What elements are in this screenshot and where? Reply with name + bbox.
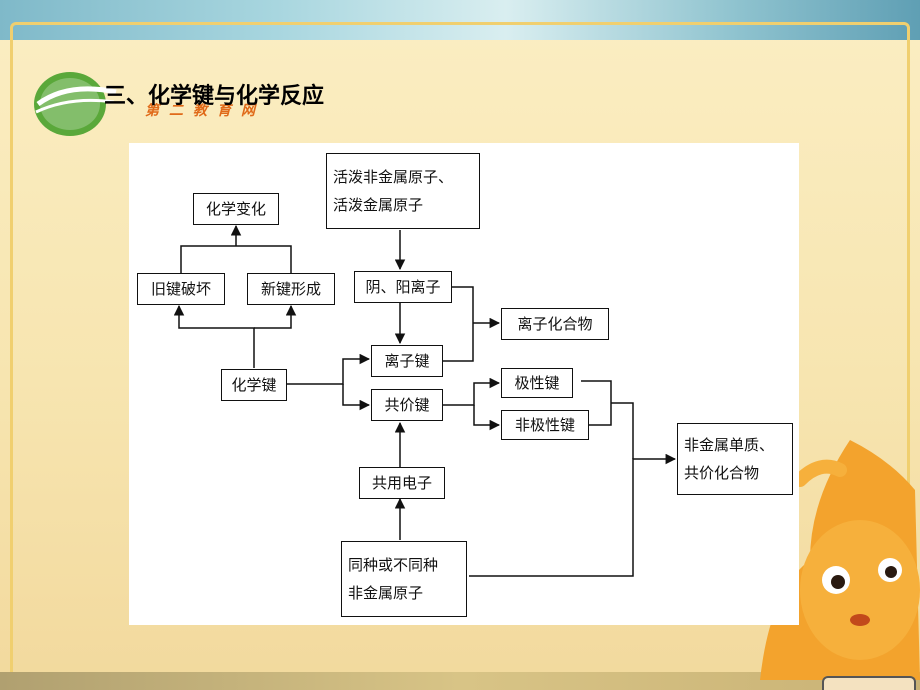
site-logo-text: 第二教育网: [145, 103, 265, 119]
node-nonmetal-atoms: 同种或不同种 非金属原子: [341, 541, 467, 617]
node-active-atoms-line1: 活泼非金属原子、: [333, 167, 454, 186]
node-old-bond-break: 旧键破坏: [137, 273, 225, 305]
edge-covalent-to-polar: [441, 377, 501, 406]
edge-bond-to-form: [254, 304, 297, 329]
mascot-decoration: [760, 440, 920, 680]
node-polar-bond: 极性键: [501, 368, 573, 398]
node-result-line2: 共价化合物: [684, 464, 760, 482]
node-result-line1: 非金属单质、: [684, 435, 775, 454]
site-logo-icon: [34, 72, 117, 136]
node-ionic-compound: 离子化合物: [501, 308, 609, 340]
edge-polar-nonpolar-join: [581, 380, 634, 459]
edge-to-ionic-compound: [443, 286, 499, 362]
page-title: 三、化学键与化学反应: [104, 84, 325, 109]
node-nonpolar-bond: 非极性键: [501, 410, 589, 440]
node-new-bond-form: 新键形成: [247, 273, 335, 305]
edge-bond-to-break: [173, 304, 255, 368]
node-active-atoms: 活泼非金属原子、 活泼金属原子: [326, 153, 480, 229]
bottom-decoration-band: [0, 672, 920, 690]
edge-nonmetal-to-result: [469, 453, 677, 577]
node-chemical-change: 化学变化: [193, 193, 279, 225]
node-active-atoms-line2: 活泼金属原子: [333, 196, 424, 214]
diagram-panel: 化学变化 旧键破坏 新键形成 化学键 活泼非金属原子、 活泼金属原子 阴、阳离子…: [129, 143, 799, 625]
corner-badge: [822, 676, 916, 690]
node-nonmetal-atoms-line2: 非金属原子: [348, 584, 424, 602]
node-shared-electrons: 共用电子: [359, 467, 445, 499]
node-ions: 阴、阳离子: [354, 271, 452, 303]
node-result: 非金属单质、 共价化合物: [677, 423, 793, 495]
edge-bond-to-ionic: [285, 353, 371, 385]
edge-bond-to-covalent: [342, 384, 371, 411]
node-nonmetal-atoms-line1: 同种或不同种: [348, 555, 439, 574]
node-covalent-bond: 共价键: [371, 389, 443, 421]
edge-covalent-to-nonpolar: [473, 405, 501, 431]
node-ionic-bond: 离子键: [371, 345, 443, 377]
top-decoration-band: [0, 0, 920, 40]
node-chemical-bond: 化学键: [221, 369, 287, 401]
diagram-edges: [173, 143, 677, 577]
edge-break-form-to-change: [180, 226, 292, 274]
